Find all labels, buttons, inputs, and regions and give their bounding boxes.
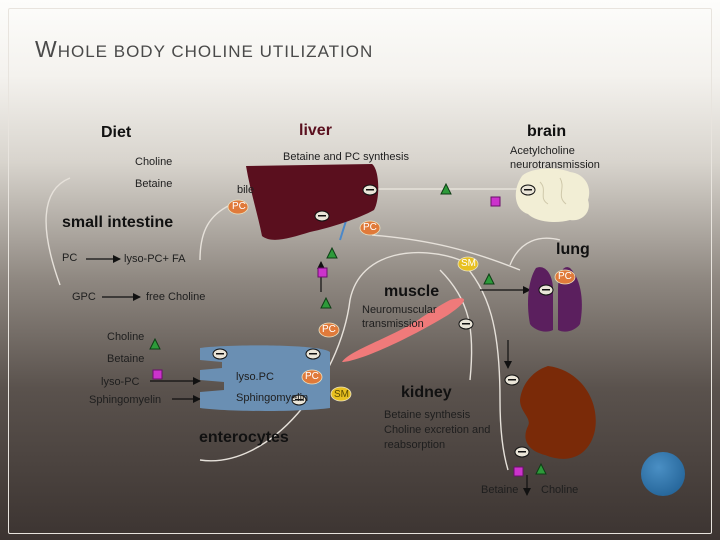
betaine-square-icon [317, 267, 328, 278]
pc-tag [318, 322, 340, 338]
choline-kidney-label: Choline [541, 484, 579, 496]
lyso-pc-fa-label: lyso-PC+ FA [124, 253, 186, 265]
acetylcholine-label: Acetylcholine [510, 145, 575, 157]
flow-line-portal [199, 204, 231, 261]
flow-line-outer [45, 177, 71, 286]
pc-tag [554, 269, 576, 285]
lung-left [528, 267, 553, 332]
choline-triangle-icon [440, 182, 452, 195]
choline-triangle-icon [483, 272, 495, 285]
pc-tag [359, 220, 381, 236]
enterocyte-shape [200, 345, 330, 411]
pc-bile-label: PC [232, 201, 246, 212]
flow-line-lung-loop [509, 237, 561, 266]
flow-line-liver-to-lung [371, 234, 521, 271]
kidney-shape [520, 366, 596, 459]
sphingomyelin-left-label: Sphingomyelin [89, 394, 162, 406]
slide-frame [8, 8, 712, 534]
sphingomyelin-enterocyte-label: Sphingomyelin [236, 392, 309, 404]
transmission-label: transmission [362, 318, 424, 330]
muscle-heading: muscle [384, 283, 440, 300]
neurotransmission-label: neurotransmission [510, 159, 600, 171]
pc-enterocyte-label: PC [305, 371, 319, 382]
choline-triangle-icon [326, 246, 338, 259]
choline-triangle-icon [535, 462, 547, 475]
diet-heading: Diet [101, 124, 132, 141]
neuromuscular-label: Neuromuscular [362, 304, 437, 316]
pc-tag [227, 199, 249, 215]
kidney-reabsorption-label: reabsorption [384, 439, 446, 451]
betaine-pc-synthesis-label: Betaine and PC synthesis [283, 151, 409, 163]
choline-si-label: Choline [107, 331, 145, 343]
flow-line-to-kidney-2 [439, 269, 473, 381]
lyso-pc-left-label: lyso-PC [101, 376, 140, 388]
sm-tag [330, 386, 352, 402]
muscle-shape [342, 298, 464, 362]
liver-shape [246, 164, 379, 240]
pc-liver-label: PC [363, 222, 377, 233]
flow-line-to-kidney [459, 259, 509, 471]
betaine-si-label: Betaine [107, 353, 145, 365]
pc-tag [301, 369, 323, 385]
lung-heading: lung [556, 241, 590, 258]
kidney-heading: kidney [401, 384, 452, 401]
liver-heading: liver [299, 122, 332, 139]
free-choline-label: free Choline [146, 291, 206, 303]
betaine-square-icon [490, 196, 501, 207]
sm-tag [457, 256, 479, 272]
pc-lung-label: PC [558, 271, 572, 282]
gpc-label: GPC [72, 291, 96, 303]
sm-enterocyte-label: SM [334, 389, 349, 400]
enterocytes-heading: enterocytes [199, 429, 289, 446]
choline-triangle-icon [149, 337, 161, 350]
slide-title: WHOLE BODY CHOLINE UTILIZATION [35, 36, 373, 63]
brain-shape [515, 168, 590, 222]
small-intestine-heading: small intestine [62, 214, 174, 231]
brain-heading: brain [527, 123, 567, 140]
betaine-square-icon [513, 466, 524, 477]
kidney-betaine-synthesis-label: Betaine synthesis [384, 409, 471, 421]
flow-line-circulation [199, 251, 461, 462]
pc-muscle-label: PC [322, 324, 336, 335]
kidney-choline-excretion-label: Choline excretion and [384, 424, 491, 436]
sm-lung-label: SM [461, 258, 476, 269]
pc-si-label: PC [62, 252, 78, 264]
title-rest: HOLE BODY CHOLINE UTILIZATION [57, 42, 374, 61]
choline-triangle-icon [320, 296, 332, 309]
decorative-circle-icon [641, 452, 685, 496]
betaine-kidney-label: Betaine [481, 484, 519, 496]
betaine-square-icon [152, 369, 163, 380]
lyso-pc-enterocyte-label: lyso.PC [236, 371, 274, 383]
diet-choline-label: Choline [135, 156, 173, 168]
diet-betaine-label: Betaine [135, 178, 173, 190]
bile-label: bile [237, 184, 255, 196]
title-initial: W [35, 36, 58, 62]
